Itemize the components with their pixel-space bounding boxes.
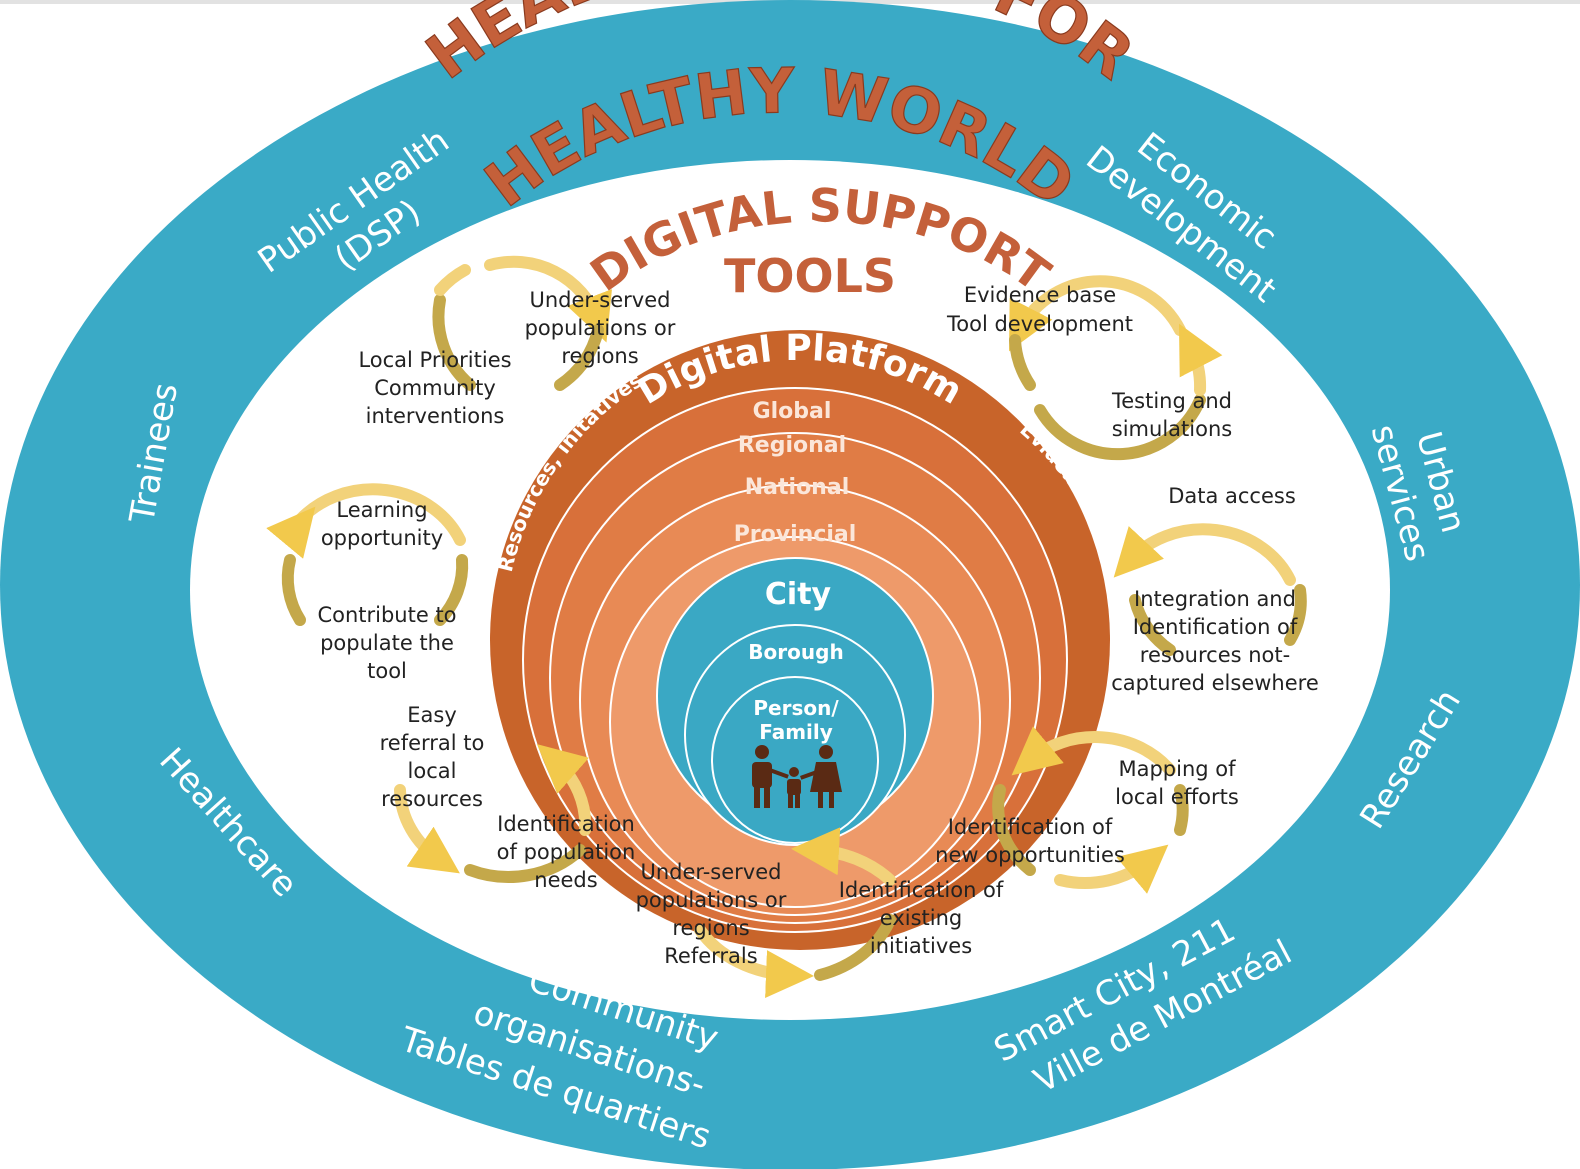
cycle-text: populations or [525,316,676,340]
cycle-text: interventions [366,404,505,428]
cycle-text: Community [374,376,496,400]
cycle-local-priorities-arrows [432,255,612,391]
cycle-data: Data access Integration and Identificati… [1111,484,1319,695]
cycle-text: tool [367,659,407,683]
cycle-text: Contribute to [317,603,456,627]
cycle-text: Integration and [1134,587,1296,611]
cycle-text: captured elsewhere [1111,671,1319,695]
cycle-text: Easy [407,703,457,727]
cycle-text: Identification of [948,815,1113,839]
cycle-evidence-arrows [1008,275,1223,461]
cycle-text: Evidence base [964,283,1116,307]
cycle-text: Local Priorities [358,348,511,372]
cycle-text: Identification of [1133,615,1298,639]
borough-label: Borough [748,640,843,664]
cycle-text: referral to [380,731,485,755]
level-global-label: Global [753,399,832,424]
cycle-text: populate the [320,631,454,655]
cycle-text: Data access [1168,484,1296,508]
cycle-learning-arrows [266,483,469,626]
cycle-underserved-arrows [694,827,896,999]
cycle-text: regions [561,344,638,368]
cycle-local-priorities: Under-served populations or regions Loca… [358,288,675,428]
cycle-text: Mapping of [1118,757,1236,781]
cycle-text: opportunity [321,526,443,550]
cycle-text: Identification [497,812,635,836]
cycle-text: local efforts [1115,785,1239,809]
cycle-referral: Easy referral to local resources Identif… [380,703,636,892]
cycle-text: Identification of [839,878,1004,902]
cycle-data-arrows [1113,523,1307,656]
cycle-text: local [408,759,457,783]
cycle-evidence: Evidence base Tool development Testing a… [946,283,1232,441]
cycle-arrows [266,255,1307,999]
city-label: City [765,577,832,612]
cycle-text: of population [497,840,636,864]
person-label-1: Person/ [753,696,839,720]
cycle-text: populations or [636,888,787,912]
digital-platform [490,330,1110,950]
level-national-label: National [745,475,849,500]
cycle-text: resources [381,787,483,811]
cycle-text: resources not- [1140,643,1290,667]
family-icon [752,745,842,808]
cycle-mapping-arrows [992,726,1189,894]
cycle-text: Referrals [664,944,757,968]
cycle-text: Tool development [946,312,1133,336]
level-regional-label: Regional [738,433,846,458]
cycle-referral-arrows [394,744,592,883]
digital-support-line-2: TOOLS [724,249,896,303]
level-provincial-label: Provincial [734,522,857,547]
cycle-text: Testing and [1111,389,1232,413]
cycle-text: initiatives [870,934,972,958]
cycle-text: new opportunities [935,843,1125,867]
cycle-mapping: Mapping of local efforts Identification … [935,757,1239,867]
cycle-text: Under-served [530,288,671,312]
cycle-text: simulations [1112,417,1232,441]
person-label-2: Family [759,720,833,744]
cycle-text: regions [672,916,749,940]
cycle-learning: Learning opportunity Contribute to popul… [317,498,456,683]
cycle-text: Under-served [641,860,782,884]
cycle-text: Learning [336,498,427,522]
cycle-text: needs [534,868,597,892]
cycle-text: existing [880,906,962,930]
cycle-underserved: Under-served populations or regions Refe… [636,860,1004,968]
